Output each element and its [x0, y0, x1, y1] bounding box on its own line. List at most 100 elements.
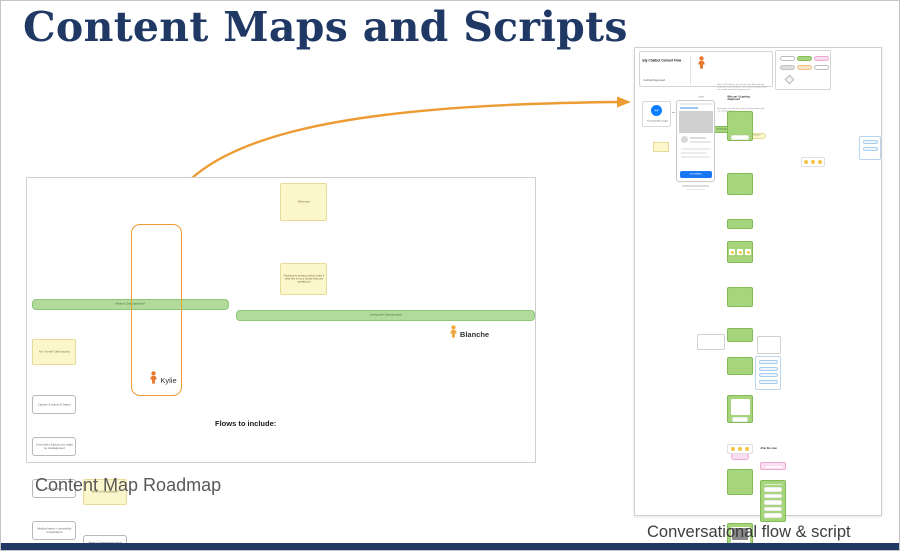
emoji-icon	[738, 447, 742, 451]
bottom-navy-bar	[1, 543, 899, 550]
chat-option-pill	[731, 417, 749, 422]
flow-callout	[697, 334, 725, 350]
phone-mockup: Get Started	[676, 100, 715, 182]
map-card: Medical history / comorbidity complicati…	[32, 521, 76, 540]
flow-green-block	[727, 111, 753, 141]
map-cell-text: If you had a fracture you might be misdi…	[35, 443, 73, 450]
map-cell-text: What is Osteoporosis?	[91, 490, 119, 494]
text-line	[732, 542, 745, 544]
legend-diamond-icon	[784, 74, 795, 85]
text-line	[766, 466, 782, 468]
flow-persona-icon	[697, 56, 706, 74]
get-started-button: Get Started	[680, 171, 712, 178]
flow-intro: Kylie is 58 and has just had her first b…	[712, 81, 772, 93]
emoji-cell	[745, 249, 751, 255]
blue-option-pill	[758, 373, 778, 377]
flow-callout	[757, 336, 781, 354]
messenger-label-text: Facebook Messenger	[647, 120, 668, 123]
flow-green-block	[727, 357, 753, 375]
flow-persona	[694, 56, 708, 74]
inner-white-card	[730, 399, 750, 415]
page-title: Content Maps and Scripts	[23, 3, 628, 51]
blue-option-pill	[862, 146, 878, 151]
chat-option-pill	[764, 487, 782, 492]
phone-text-line	[681, 156, 710, 158]
phone-name-line	[690, 137, 706, 139]
map-cell-text: Calcium & vitamin D basics	[37, 402, 71, 406]
blue-option-pill	[758, 379, 778, 384]
emoji-icon	[730, 250, 734, 254]
legend-pill	[780, 56, 795, 61]
emoji-row-white	[801, 157, 825, 167]
flow-title: Katy Chatbot Content Flow	[642, 55, 688, 67]
persona-badge-kylie: Kylie	[134, 369, 192, 391]
flow-subtitle: Getting Diagnosed	[642, 77, 688, 85]
photo-image	[732, 528, 748, 540]
emoji-cell	[737, 249, 743, 255]
emoji-row-white	[727, 444, 753, 454]
flow-legend	[775, 50, 831, 90]
flow-green-block	[727, 287, 753, 307]
chat-option-pill	[764, 506, 782, 511]
persona-badge-blanche: Blanche	[440, 323, 498, 345]
flow-persona-name: Kylie	[698, 95, 704, 98]
phone-status-bar	[680, 103, 712, 105]
emoji-row-green	[727, 241, 753, 263]
map-cell-text: Lifestyle factors	[44, 486, 64, 490]
emoji-cell	[729, 249, 735, 255]
inner-photo-card	[730, 526, 750, 548]
group-header-1: Living with Osteoporosis	[236, 310, 535, 321]
legend-pill	[814, 56, 829, 61]
content-map-caption: Content Map Roadmap	[35, 475, 222, 495]
flow-title-text: Katy Chatbot Content Flow	[642, 59, 682, 63]
group-header-label: Living with Osteoporosis	[369, 313, 402, 317]
chat-option-pill	[731, 135, 749, 140]
flow-callout	[859, 136, 881, 160]
flow-welcome-button-label: Welcome	[751, 134, 761, 137]
persona-name: Kylie	[160, 375, 177, 385]
flow-start-button-label: Getting diagnosed	[716, 128, 734, 131]
flow-persona-label: Kylie	[692, 94, 710, 100]
flow-column-header: Who am I & getting diagnosed	[726, 94, 762, 102]
flow-yellow-note	[653, 142, 669, 152]
flow-caption: Conversational flow & script	[647, 523, 851, 541]
map-card: If you had a fracture you might be misdi…	[32, 437, 76, 456]
emoji-icon	[746, 250, 750, 254]
welcome-sticky-note: Welcome	[280, 183, 327, 221]
messenger-label: Facebook Messenger	[644, 117, 671, 126]
emoji-icon	[745, 447, 749, 451]
flow-column-header-text: After the scan	[760, 447, 777, 451]
flow-pink-pill	[730, 453, 750, 460]
map-card: Lifestyle factors	[32, 479, 76, 498]
emoji-icon	[811, 160, 815, 164]
divider	[690, 55, 691, 85]
connector	[672, 112, 675, 113]
flow-green-block	[727, 395, 753, 423]
map-card: Calcium & vitamin D basics	[32, 395, 76, 414]
phone-text-line	[681, 152, 707, 154]
persona-icon-kylie	[149, 371, 158, 389]
text-line	[764, 483, 782, 485]
flow-green-block	[727, 328, 753, 342]
flow-intro-text: Kylie is 58 and has just had her first b…	[716, 83, 766, 91]
legend-pill	[780, 65, 795, 70]
phone-link-line	[680, 107, 698, 109]
chat-option-pill	[764, 500, 782, 505]
legend-pill	[814, 65, 829, 70]
emoji-icon	[738, 250, 742, 254]
messenger-card: Facebook Messenger	[642, 101, 671, 127]
flow-column-header: After the scan	[759, 445, 795, 453]
phone-cover-image	[679, 111, 713, 133]
disclaimer-note-text: Disclaimers (privacy policy) make it cle…	[283, 274, 324, 284]
chat-option-pill	[764, 513, 782, 518]
flow-pink-block	[760, 462, 786, 470]
flow-green-block	[760, 480, 786, 522]
emoji-icon	[731, 447, 735, 451]
get-started-label: Get Started	[690, 172, 702, 176]
map-sticky-note: What is Osteoporosis?	[83, 479, 127, 505]
flow-green-block	[727, 219, 753, 229]
flow-column-header-text: Who am I & getting diagnosed	[727, 95, 750, 101]
